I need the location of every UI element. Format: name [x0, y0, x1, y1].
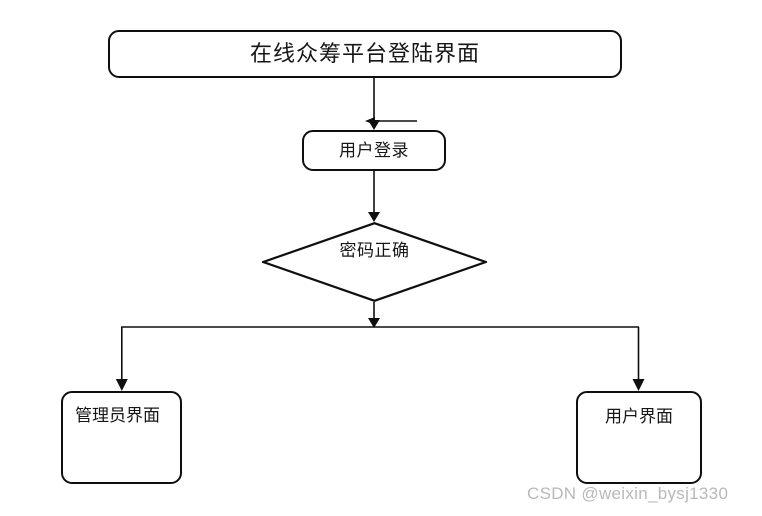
- edge-decision-to-branch-bus: [121, 302, 639, 328]
- node-login-page-title[interactable]: 在线众筹平台登陆界面: [108, 30, 622, 78]
- csdn-watermark: CSDN @weixin_bysj1330: [527, 484, 729, 503]
- node-admin-interface[interactable]: 管理员界面: [61, 391, 182, 484]
- node-user-interface[interactable]: 用户界面: [576, 391, 702, 484]
- edge-branch-to-user: [632, 327, 645, 391]
- node-label: 用户界面: [605, 407, 673, 426]
- edge-title-to-login: [365, 78, 417, 130]
- node-label: 用户登录: [339, 140, 409, 160]
- diamond-shape: [262, 222, 487, 302]
- edge-branch-to-admin: [115, 327, 128, 391]
- node-label: 管理员界面: [75, 406, 160, 425]
- node-label: 在线众筹平台登陆界面: [249, 40, 480, 66]
- node-user-login[interactable]: 用户登录: [302, 130, 446, 171]
- node-password-correct-decision[interactable]: 密码正确: [262, 222, 487, 302]
- edge-login-to-decision: [368, 171, 380, 222]
- node-label: 密码正确: [339, 241, 410, 260]
